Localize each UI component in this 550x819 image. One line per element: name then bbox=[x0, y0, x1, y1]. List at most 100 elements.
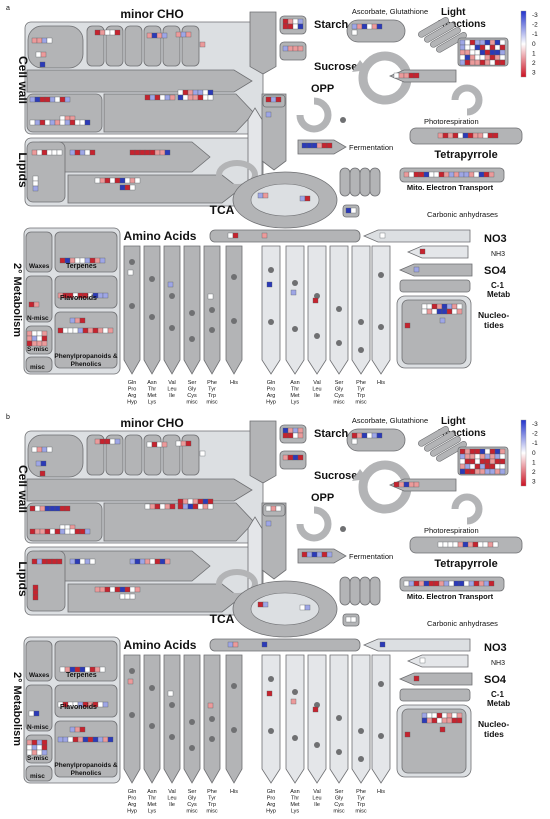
gene-cell bbox=[31, 744, 38, 751]
gene-cell bbox=[484, 458, 491, 465]
photorespiration-cycle bbox=[451, 84, 483, 116]
s-misc-label: S-misc bbox=[27, 346, 49, 353]
pathway-dot bbox=[340, 526, 346, 532]
nucleotides-label-2: tides bbox=[484, 320, 504, 330]
legend-tick-label: 1 bbox=[532, 459, 536, 466]
gene-cell bbox=[474, 54, 481, 61]
gene-cell bbox=[304, 195, 311, 202]
lipids-arrow-1 bbox=[39, 550, 211, 582]
gene-cell-strip bbox=[177, 498, 214, 510]
gene-cell bbox=[74, 119, 81, 126]
gene-cell bbox=[439, 317, 446, 324]
pathway-dot bbox=[358, 728, 364, 734]
gene-cell bbox=[287, 432, 294, 439]
gene-cell bbox=[447, 541, 454, 548]
gene-cell bbox=[29, 528, 36, 535]
gene-cell bbox=[104, 177, 111, 184]
gene-cell bbox=[464, 453, 471, 460]
gene-cell-strip bbox=[403, 580, 495, 587]
gene-cell-strip bbox=[207, 702, 214, 709]
gene-cell bbox=[182, 498, 189, 505]
gene-cell-strip bbox=[31, 149, 63, 156]
gene-cell bbox=[462, 132, 469, 139]
gene-cell bbox=[177, 503, 184, 510]
gene-cell bbox=[290, 289, 297, 296]
pathway-dot bbox=[189, 745, 195, 751]
gene-cell bbox=[452, 541, 459, 548]
amino-acid-label: misc bbox=[355, 809, 367, 815]
gene-cell-strip bbox=[459, 39, 506, 66]
legend-tick-label: -3 bbox=[532, 421, 538, 428]
minor-cho-label: minor CHO bbox=[120, 7, 183, 21]
gene-cell bbox=[438, 171, 445, 178]
gene-cell bbox=[290, 698, 297, 705]
gene-cell bbox=[469, 39, 476, 46]
amino-acid-label: Cys bbox=[334, 802, 344, 808]
gene-cell-strip bbox=[29, 505, 71, 512]
gene-cell-strip bbox=[26, 330, 48, 347]
amino-acid-label: Tyr bbox=[208, 796, 216, 802]
gene-cell-strip bbox=[94, 177, 141, 184]
pathway-dot bbox=[314, 333, 320, 339]
amino-acid-arrow-light bbox=[261, 245, 281, 375]
thylakoid-stack bbox=[424, 431, 455, 452]
gene-cell bbox=[169, 94, 176, 101]
gene-cell bbox=[482, 132, 489, 139]
gene-cell-strip bbox=[403, 171, 495, 178]
amino-acid-label: misc bbox=[186, 809, 198, 815]
minor-cho-tile bbox=[105, 434, 124, 476]
gene-cell bbox=[287, 18, 294, 25]
gene-cell bbox=[227, 641, 234, 648]
gene-cell bbox=[499, 49, 506, 56]
gene-cell-strip bbox=[39, 470, 46, 477]
gene-cell-strip bbox=[265, 96, 282, 103]
gene-cell bbox=[79, 558, 86, 565]
pathway-dot bbox=[149, 723, 155, 729]
gene-cell bbox=[361, 432, 368, 439]
gene-cell-strip bbox=[439, 317, 446, 324]
minor-cho-tile bbox=[105, 25, 124, 67]
gene-cell bbox=[459, 49, 466, 56]
gene-cell bbox=[187, 503, 194, 510]
thylakoid-stack bbox=[436, 441, 467, 462]
amino-acid-arrow-light bbox=[371, 654, 391, 784]
gene-cell bbox=[474, 448, 481, 455]
so4-arrow bbox=[398, 672, 473, 686]
minor-cho-tile bbox=[143, 434, 162, 476]
gene-cell bbox=[197, 89, 204, 96]
gene-cell bbox=[474, 463, 481, 470]
n-misc-label: N-misc bbox=[27, 315, 49, 322]
gene-cell bbox=[99, 257, 106, 264]
gene-cell-strip bbox=[69, 317, 86, 324]
gene-cell bbox=[129, 586, 136, 593]
gene-cell bbox=[69, 317, 76, 324]
gene-cell bbox=[262, 192, 269, 199]
gene-cell bbox=[484, 49, 491, 56]
gene-cell bbox=[477, 541, 484, 548]
gene-cell-strip bbox=[59, 257, 106, 264]
pathway-dot bbox=[336, 715, 342, 721]
gene-cell bbox=[26, 739, 33, 746]
misc-label: misc bbox=[30, 364, 45, 371]
gene-cell bbox=[97, 701, 104, 708]
starch-label: Starch bbox=[314, 428, 349, 440]
gene-cell-strip bbox=[26, 739, 48, 756]
lipids-label: Lipids bbox=[16, 152, 30, 188]
gene-cell-strip bbox=[413, 675, 420, 682]
gene-cell bbox=[154, 503, 161, 510]
gene-cell bbox=[180, 440, 187, 447]
gene-cell-strip bbox=[146, 32, 168, 39]
gene-cell bbox=[431, 303, 438, 310]
gene-cell bbox=[469, 59, 476, 66]
no3-arrow bbox=[362, 229, 471, 243]
amino-acid-label: Cys bbox=[334, 393, 344, 399]
gene-cell bbox=[127, 269, 134, 276]
gene-cell bbox=[129, 558, 136, 565]
gene-cell bbox=[124, 586, 131, 593]
amino-acid-label: Thr bbox=[148, 796, 156, 802]
gene-cell bbox=[376, 23, 383, 30]
gene-cell bbox=[398, 481, 405, 488]
gene-cell bbox=[134, 586, 141, 593]
gene-cell bbox=[109, 586, 116, 593]
